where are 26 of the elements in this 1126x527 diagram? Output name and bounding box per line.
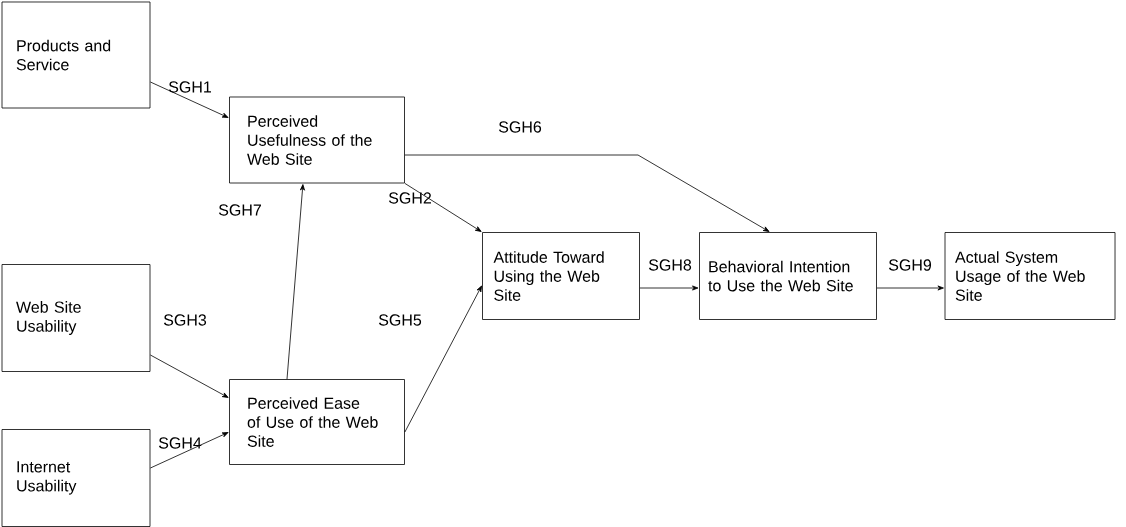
concept-box: Perceived Ease of Use of the Web Site bbox=[229, 379, 405, 465]
arrow bbox=[150, 432, 229, 469]
arrow bbox=[404, 154, 770, 232]
concept-box: Attitude Toward Using the Web Site bbox=[482, 232, 640, 320]
arrow bbox=[150, 81, 229, 118]
edge-label: SGH4 bbox=[158, 437, 202, 449]
arrow bbox=[639, 285, 699, 291]
arrow bbox=[404, 285, 482, 433]
concept-box: Perceived Usefulness of the Web Site bbox=[229, 96, 405, 184]
arrow bbox=[150, 354, 229, 398]
edge-label: SGH9 bbox=[888, 259, 932, 271]
concept-box: Actual System Usage of the Web Site bbox=[944, 232, 1116, 320]
edge-label: SGH5 bbox=[378, 314, 422, 326]
edge-label: SGH8 bbox=[648, 259, 692, 271]
arrow bbox=[404, 183, 482, 232]
concept-box: Internet Usability bbox=[1, 429, 151, 527]
edge-label: SGH6 bbox=[498, 121, 542, 133]
edge-label: SGH2 bbox=[388, 192, 431, 204]
concept-box: Products and Service bbox=[1, 1, 151, 109]
concept-box: Web Site Usability bbox=[1, 264, 151, 372]
arrow bbox=[286, 184, 305, 380]
edge-label: SGH3 bbox=[163, 314, 207, 326]
arrow bbox=[876, 285, 944, 291]
concept-box: Behavioral Intention to Use the Web Site bbox=[699, 232, 877, 320]
edge-label: SGH1 bbox=[168, 81, 211, 93]
edge-label: SGH7 bbox=[218, 204, 261, 216]
